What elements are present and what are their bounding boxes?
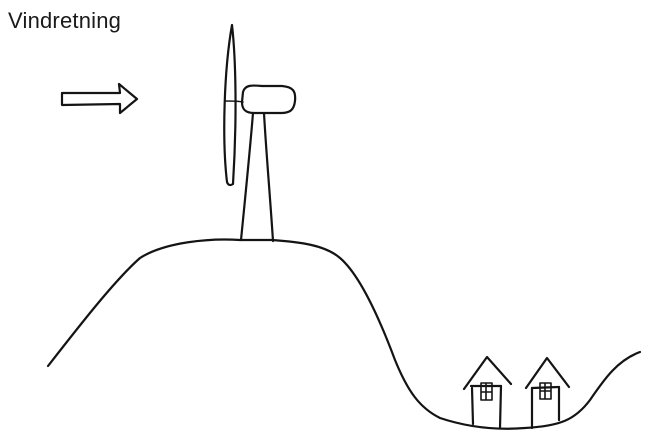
turbine-hub xyxy=(225,101,243,102)
house-2-window xyxy=(540,383,551,399)
house-icon xyxy=(464,357,511,428)
house-icon xyxy=(526,358,569,428)
arrow-right-icon xyxy=(62,84,137,113)
hill-outline xyxy=(48,240,640,429)
turbine-tower xyxy=(241,113,253,240)
wind-turbine-icon xyxy=(224,25,295,241)
house-1-roof xyxy=(464,357,511,389)
turbine-nacelle xyxy=(242,86,295,113)
turbine-blade xyxy=(224,25,235,185)
